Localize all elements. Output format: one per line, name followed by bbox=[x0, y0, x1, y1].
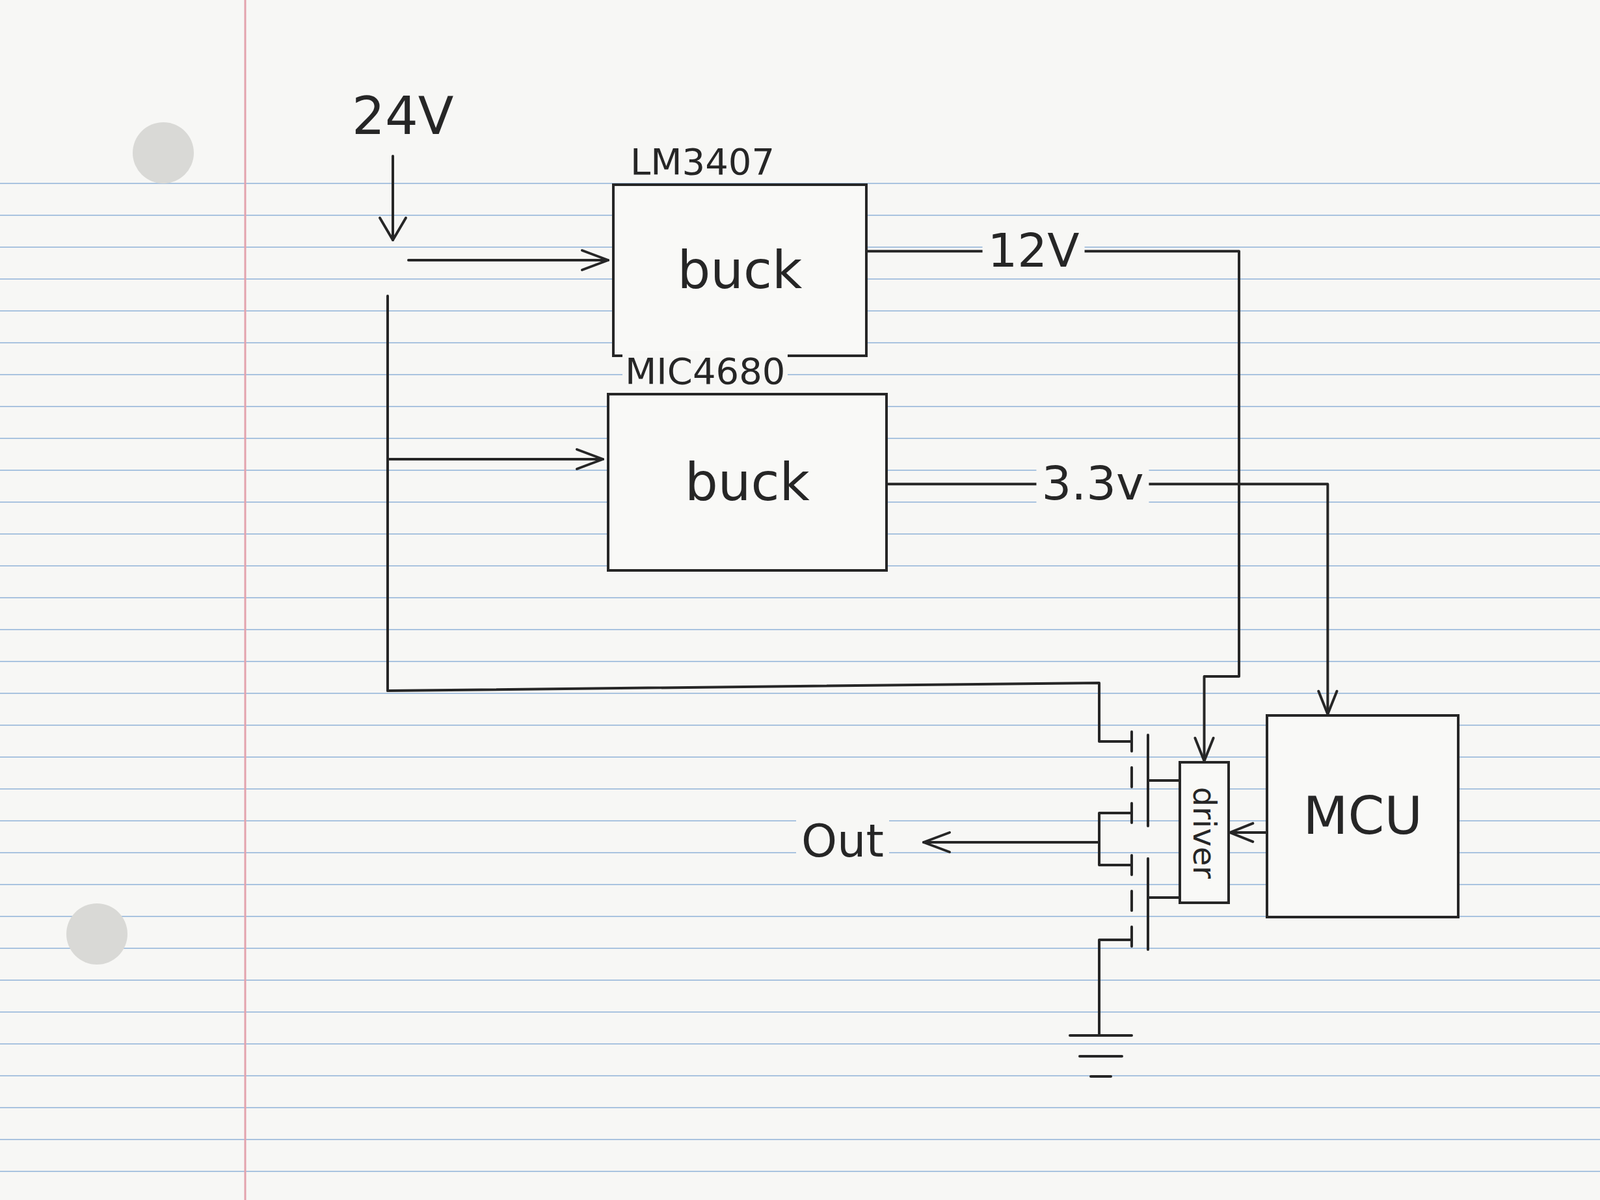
arrow-head bbox=[1318, 691, 1337, 715]
node-label: driver bbox=[1186, 783, 1222, 881]
voltage-label: 3.3v bbox=[1036, 457, 1149, 512]
wire-connector bbox=[1229, 823, 1266, 842]
input-voltage-label: 24V bbox=[346, 86, 460, 147]
wire-connector bbox=[887, 483, 1337, 715]
gate-driver-box: driver bbox=[1178, 760, 1230, 905]
output-label: Out bbox=[796, 814, 890, 868]
mcu-box: MCU bbox=[1265, 714, 1460, 919]
buck-converter-box: LM3407buck bbox=[612, 183, 868, 358]
part-number: LM3407 bbox=[627, 141, 778, 183]
wire-connector bbox=[867, 251, 1240, 761]
buck-converter-box: MIC4680buck bbox=[606, 392, 888, 572]
node-label: buck bbox=[675, 241, 806, 300]
wire-line bbox=[887, 483, 1328, 715]
arrow-head bbox=[1229, 823, 1253, 842]
node-label: buck bbox=[682, 453, 813, 512]
part-number: MIC4680 bbox=[622, 351, 788, 392]
node-label: MCU bbox=[1300, 787, 1426, 845]
arrow-head bbox=[1194, 738, 1214, 761]
voltage-label: 12V bbox=[982, 224, 1085, 279]
wire-line bbox=[867, 251, 1240, 761]
